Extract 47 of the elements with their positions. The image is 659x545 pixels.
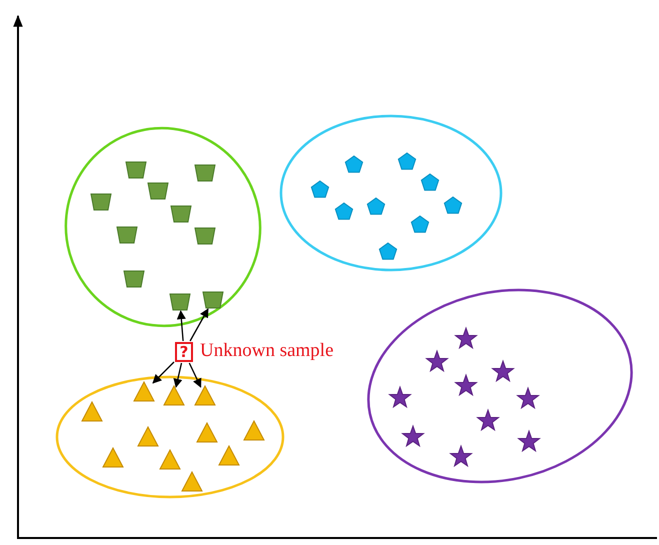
- arrow: [173, 362, 182, 388]
- pentagon-marker: [310, 180, 330, 198]
- star-marker: [516, 386, 540, 410]
- star-marker: [454, 374, 478, 396]
- trapezoid-marker: [125, 162, 147, 178]
- star-marker: [476, 408, 500, 432]
- triangle-marker: [194, 384, 216, 406]
- pentagon-marker: [410, 215, 430, 233]
- star-marker: [454, 326, 478, 350]
- triangle-marker: [133, 380, 155, 402]
- pentagon-marker: [378, 242, 398, 260]
- triangle-marker: [81, 400, 103, 422]
- pentagon-marker: [366, 197, 386, 215]
- trapezoid-marker: [202, 292, 224, 308]
- arrow: [190, 308, 209, 342]
- arrow: [188, 362, 202, 388]
- triangle-marker: [196, 422, 218, 442]
- star-marker: [491, 360, 515, 382]
- triangle-marker: [243, 420, 265, 440]
- trapezoid-marker: [170, 206, 192, 222]
- star-marker: [517, 430, 541, 452]
- triangle-marker: [159, 448, 181, 470]
- arrow: [152, 362, 174, 384]
- pentagon-marker: [344, 155, 364, 173]
- sample-label: Unknown sample: [200, 340, 334, 362]
- trapezoid-marker: [123, 270, 145, 288]
- trapezoid-marker: [169, 294, 191, 310]
- star-marker: [449, 444, 473, 468]
- trapezoid-marker: [194, 228, 216, 244]
- trapezoid-marker: [116, 226, 138, 244]
- pentagon-marker: [398, 152, 416, 170]
- triangle-marker: [102, 446, 124, 468]
- trapezoid-marker: [90, 194, 112, 210]
- trapezoid-marker: [147, 182, 169, 200]
- triangle-marker: [163, 384, 185, 406]
- star-marker: [401, 424, 425, 448]
- pentagon-marker: [334, 202, 354, 220]
- pentagon-marker: [444, 196, 462, 214]
- question-mark-box: ?: [175, 342, 193, 362]
- trapezoid-marker: [194, 164, 216, 182]
- triangle-marker: [137, 426, 159, 446]
- arrow: [176, 310, 186, 342]
- star-marker: [388, 386, 412, 408]
- triangle-marker: [218, 444, 240, 466]
- star-marker: [425, 350, 449, 372]
- pentagon-marker: [420, 173, 440, 191]
- triangle-marker: [181, 470, 203, 492]
